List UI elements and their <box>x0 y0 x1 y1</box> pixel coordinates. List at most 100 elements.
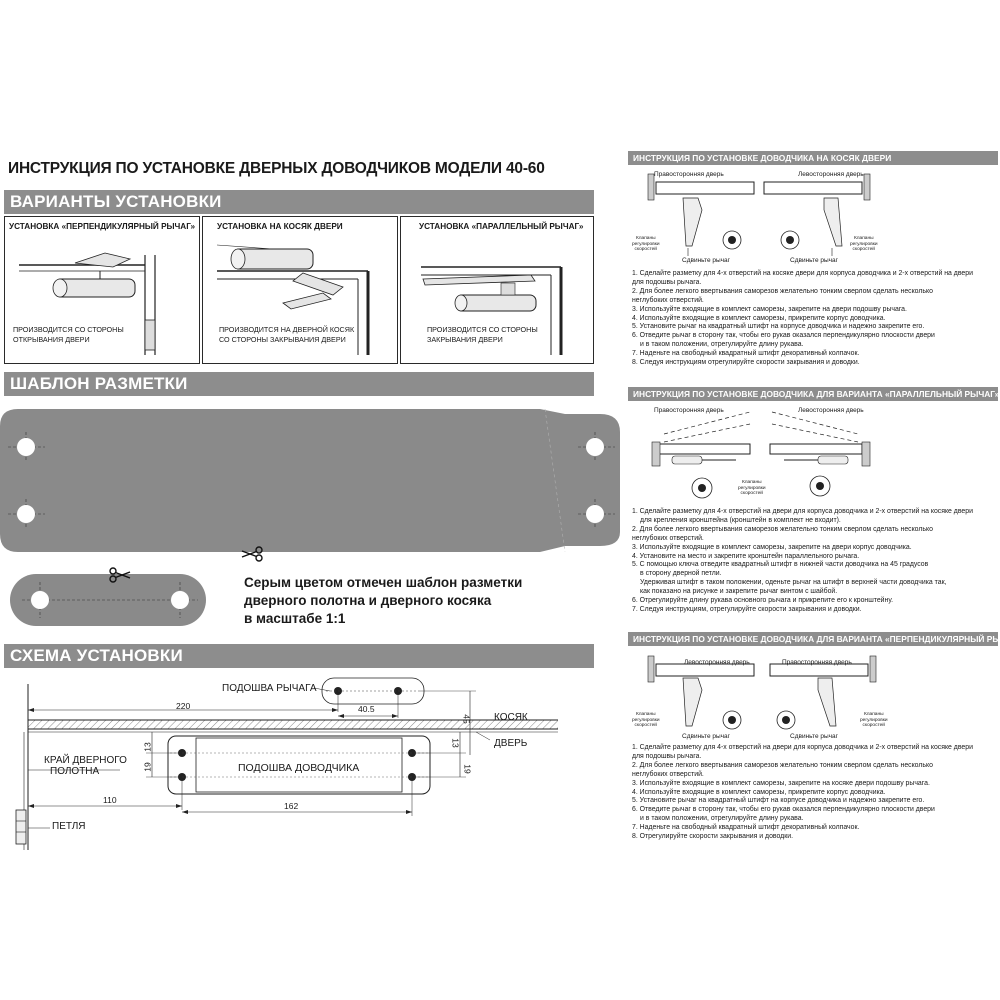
step-line: 7. Наденьте на свободный квадратный штиф… <box>632 350 860 358</box>
step-line: как показано на рисунке и закрепите рыча… <box>640 588 838 596</box>
step-line: 5. Установите рычаг на квадратный штифт … <box>632 323 925 331</box>
valves-line: Клапаны <box>741 480 762 485</box>
caption-line: Серым цветом отмечен шаблон разметки <box>244 575 523 590</box>
dimension-40-5: 40.5 <box>358 704 375 714</box>
drill-hole <box>578 432 615 462</box>
valves-line: Клапаны <box>635 712 656 717</box>
step-line: для подошвы рычага. <box>632 278 702 286</box>
variant-illustration <box>216 244 370 355</box>
left-door-label: Левосторонняя дверь <box>798 407 864 414</box>
variant-note-line: ПРОИЗВОДИТСЯ СО СТОРОНЫ <box>427 325 538 334</box>
step-line: 3. Используйте входящие в комплект самор… <box>632 779 930 787</box>
variant-title: УСТАНОВКА «ПЕРПЕНДИКУЛЯРНЫЙ РЫЧАГ» <box>9 222 196 231</box>
variant-note-line: ЗАКРЫВАНИЯ ДВЕРИ <box>427 335 503 344</box>
step-line: неглубоких отверстий. <box>632 534 704 542</box>
step-line: 6. Отведите рычаг в сторону так, чтобы е… <box>632 806 935 814</box>
valves-line: регулировки <box>738 485 766 491</box>
speed-valves-label: Клапаны регулировки скоростей <box>632 712 660 729</box>
step-line: 7. Следуя инструкциям, отрегулируйте ско… <box>632 605 862 613</box>
door-edge-label-line: ПОЛОТНА <box>50 766 100 777</box>
right-door-label: Правосторонняя дверь <box>782 659 852 666</box>
section-header-template: ШАБЛОН РАЗМЕТКИ <box>4 372 594 396</box>
valves-line: Клапаны <box>853 236 874 241</box>
step-line: 7. Наденьте на свободный квадратный штиф… <box>632 824 860 832</box>
step-line: 8. Следуя инструкциям отрегулируйте скор… <box>632 359 860 367</box>
step-line: 5. Установите рычаг на квадратный штифт … <box>632 797 925 805</box>
right-door-label: Правосторонняя дверь <box>654 171 724 178</box>
variant-note-line: СО СТОРОНЫ ЗАКРЫВАНИЯ ДВЕРИ <box>219 335 346 344</box>
step-line: в сторону дверной петли. <box>640 570 722 578</box>
right-section-header-perpendicular: ИНСТРУКЦИЯ ПО УСТАНОВКЕ ДОВОДЧИКА ДЛЯ ВА… <box>628 632 1000 646</box>
drill-hole <box>171 582 189 618</box>
closer-base-label: ПОДОШВА ДОВОДЧИКА <box>238 762 360 774</box>
variant-parallel-lever: УСТАНОВКА «ПАРАЛЛЕЛЬНЫЙ РЫЧАГ» ПРОИЗВОДИ… <box>400 216 594 364</box>
dimension-19-right: 19 <box>462 764 473 774</box>
move-lever-label: Сдвиньте рычаг <box>790 733 839 740</box>
move-lever-label: Сдвиньте рычаг <box>682 733 731 740</box>
jamb-label: КОСЯК <box>494 712 528 723</box>
valves-line: регулировки <box>632 241 660 247</box>
jamb-mount-diagram <box>647 173 871 256</box>
drill-hole <box>8 432 45 462</box>
speed-valves-label: Клапаны регулировки скоростей <box>632 236 660 253</box>
parallel-lever-diagram <box>651 411 871 499</box>
drill-hole <box>8 499 45 529</box>
step-line: 4. Используйте входящие в комплект самор… <box>632 788 886 796</box>
dimension-220: 220 <box>176 701 191 711</box>
valves-line: скоростей <box>852 247 875 252</box>
section-header-scheme: СХЕМА УСТАНОВКИ <box>4 644 594 668</box>
step-line: 2. Для более легкого ввертывания саморез… <box>632 761 933 769</box>
section-header-variants: ВАРИАНТЫ УСТАНОВКИ <box>4 190 594 214</box>
valves-line: скоростей <box>862 723 885 728</box>
valves-line: скоростей <box>740 491 763 496</box>
variant-title: УСТАНОВКА НА КОСЯК ДВЕРИ <box>217 222 343 231</box>
door-edge-label-line: КРАЙ ДВЕРНОГО <box>44 755 127 766</box>
variant-perpendicular-lever: УСТАНОВКА «ПЕРПЕНДИКУЛЯРНЫЙ РЫЧАГ» ПРОИЗ… <box>4 216 200 364</box>
variant-note-line: ПРОИЗВОДИТСЯ НА ДВЕРНОЙ КОСЯК <box>219 325 355 334</box>
drill-hole <box>31 582 49 618</box>
step-line: 6. Отрегулируйте длину рукава основного … <box>632 597 893 605</box>
step-line: 3. Используйте входящие в комплект самор… <box>632 543 912 551</box>
page-title: ИНСТРУКЦИЯ ПО УСТАНОВКЕ ДВЕРНЫХ ДОВОДЧИК… <box>8 160 545 177</box>
move-lever-label: Сдвиньте рычаг <box>790 257 839 264</box>
variant-illustration <box>421 266 563 355</box>
scissors-icon <box>109 567 131 583</box>
step-line: 2. Для более легкого ввертывания саморез… <box>632 287 933 295</box>
marking-template-large <box>0 408 620 553</box>
steps-jamb: 1. Сделайте разметку для 4-х отверстий н… <box>632 270 973 368</box>
step-line: 1. Сделайте разметку для 4-х отверстий н… <box>632 270 973 277</box>
step-line: неглубоких отверстий. <box>632 770 704 778</box>
variant-jamb-mount: УСТАНОВКА НА КОСЯК ДВЕРИ ПРОИЗВОДИТСЯ НА… <box>202 216 398 364</box>
dimension-13-right: 13 <box>450 738 461 748</box>
valves-line: Клапаны <box>635 236 656 241</box>
steps-perpendicular: 1. Сделайте разметку для 4-х отверстий н… <box>632 744 973 842</box>
template-caption: Серым цветом отмечен шаблон разметки две… <box>244 574 522 628</box>
step-line: 4. Установите на место и закрепите кронш… <box>632 552 860 560</box>
valves-line: скоростей <box>634 247 657 252</box>
variant-note: ПРОИЗВОДИТСЯ СО СТОРОНЫ ЗАКРЫВАНИЯ ДВЕРИ <box>427 325 538 345</box>
step-line: 6. Отведите рычаг в сторону так, чтобы е… <box>632 332 935 340</box>
step-line: Удерживая штифт в таком положении, одень… <box>640 579 947 587</box>
drill-hole <box>578 499 615 529</box>
speed-valves-label: Клапаны регулировки скоростей <box>850 236 878 253</box>
step-line: для подошвы рычага. <box>632 752 702 760</box>
step-line: 2. Для более легкого ввертывания саморез… <box>632 525 933 533</box>
valves-line: регулировки <box>632 717 660 723</box>
step-line: и в таком положении, отрегулируйте длину… <box>640 815 804 823</box>
step-line: 3. Используйте входящие в комплект самор… <box>632 305 907 313</box>
marking-template-small <box>10 574 206 626</box>
variant-note: ПРОИЗВОДИТСЯ СО СТОРОНЫ ОТКРЫВАНИЯ ДВЕРИ <box>13 325 124 345</box>
hinge-label: ПЕТЛЯ <box>52 821 86 832</box>
right-section-header-parallel: ИНСТРУКЦИЯ ПО УСТАНОВКЕ ДОВОДЧИКА ДЛЯ ВА… <box>628 387 999 401</box>
valves-line: скоростей <box>634 723 657 728</box>
installation-scheme <box>15 677 558 850</box>
door-edge-label: КРАЙ ДВЕРНОГО ПОЛОТНА <box>44 755 127 777</box>
step-line: для крепления кронштейна (кронштейн в ко… <box>640 516 841 524</box>
dimension-162: 162 <box>284 801 299 811</box>
variant-note: ПРОИЗВОДИТСЯ НА ДВЕРНОЙ КОСЯК СО СТОРОНЫ… <box>219 325 354 345</box>
door-label: ДВЕРЬ <box>494 738 528 749</box>
speed-valves-label: Клапаны регулировки скоростей <box>738 480 766 497</box>
caption-line: дверного полотна и дверного косяка <box>244 593 492 608</box>
move-lever-label: Сдвиньте рычаг <box>682 257 731 264</box>
dimension-45: 45 <box>461 714 472 724</box>
